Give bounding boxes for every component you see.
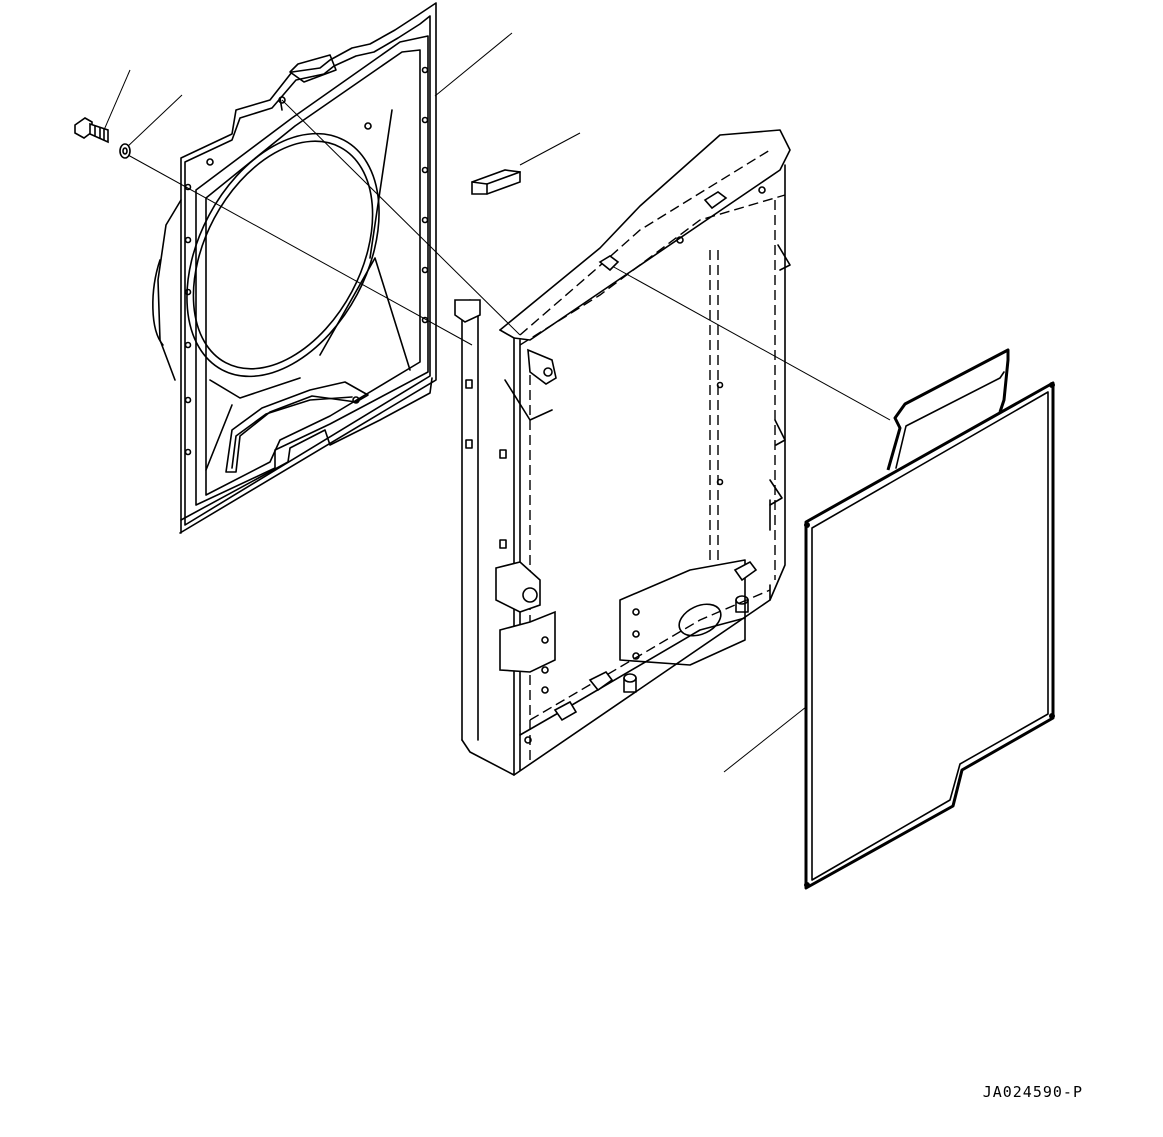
washer bbox=[119, 143, 131, 159]
radiator-frame bbox=[454, 129, 791, 776]
fan-shroud bbox=[152, 2, 437, 534]
bolt bbox=[74, 117, 109, 144]
drawing-code: JA024590-P bbox=[982, 1083, 1083, 1101]
screen-net bbox=[804, 348, 1055, 890]
seal bbox=[471, 169, 521, 195]
